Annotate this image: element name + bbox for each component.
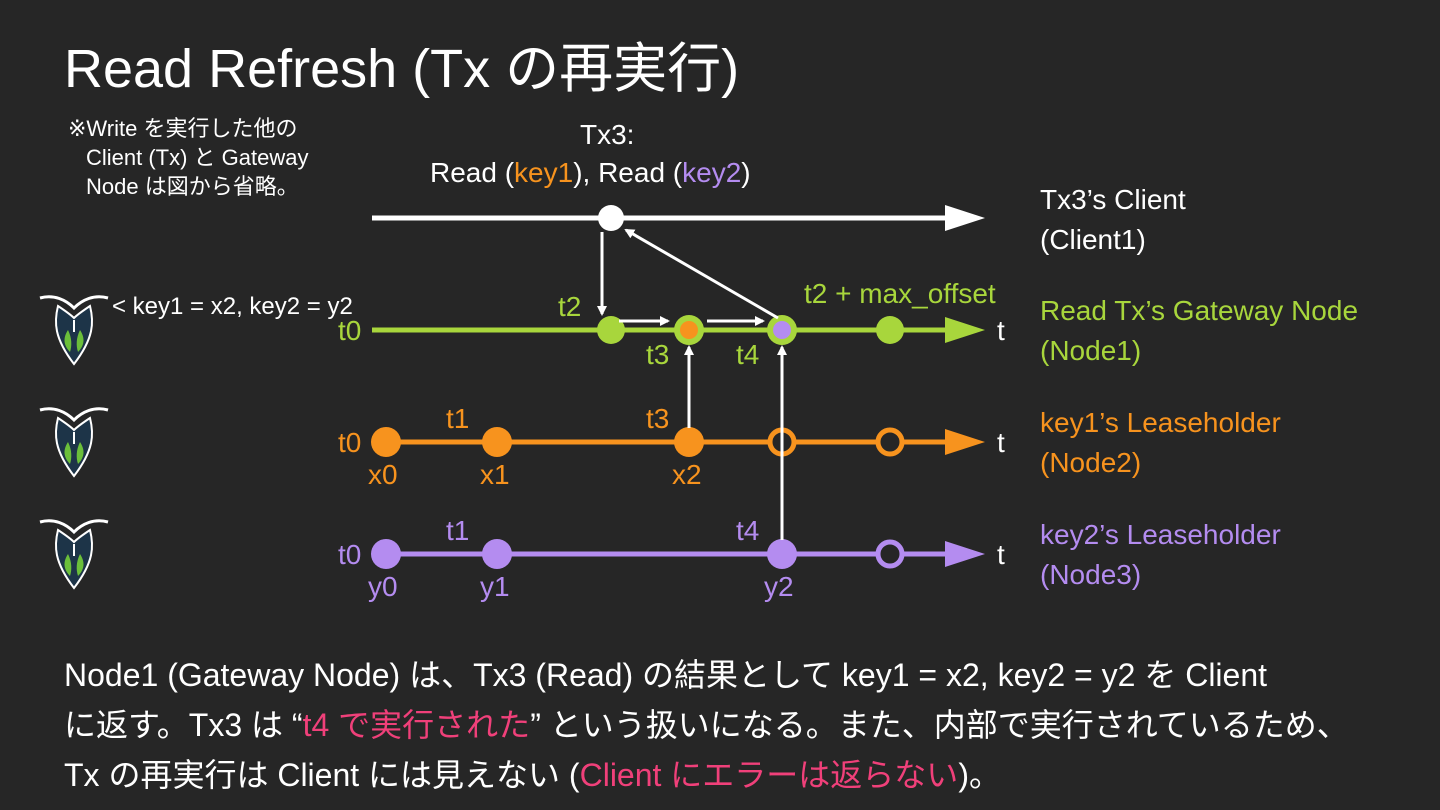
node2-point-x0	[371, 427, 401, 457]
tx3-key1: key1	[514, 157, 574, 188]
node3-lane-sub: (Node3)	[1040, 559, 1142, 590]
node3-point-y0	[371, 539, 401, 569]
node1-response-label: < key1 = x2, key2 = y2	[112, 293, 353, 320]
explanation-text: Node1 (Gateway Node) は、Tx3 (Read) の結果として…	[64, 650, 1414, 800]
node1-t4-label: t4	[736, 339, 760, 370]
node2-x1-label: x1	[480, 459, 510, 490]
node3-y0-label: y0	[368, 571, 398, 602]
node2-x2-label: x2	[672, 459, 702, 490]
node1-t2-label: t2	[558, 291, 582, 322]
explanation-line-2a: に返す。Tx3 は “	[64, 707, 303, 743]
node1-t3-label: t3	[646, 339, 670, 370]
explanation-line-1: Node1 (Gateway Node) は、Tx3 (Read) の結果として…	[64, 657, 1268, 693]
node1-point-max-offset	[876, 316, 904, 344]
arrow-node1-to-client	[624, 228, 779, 320]
node2-point-x1	[482, 427, 512, 457]
node2-point-x2	[674, 427, 704, 457]
node2-t-label: t	[997, 427, 1005, 458]
node1-lane	[372, 315, 985, 345]
explanation-line-3a: Tx の再実行は Client には見えない (	[64, 757, 580, 793]
explanation-highlight-no-error: Client にエラーは返らない	[579, 757, 959, 793]
note-line-1: ※Write を実行した他の	[68, 116, 298, 141]
node2-lane-name: key1’s Leaseholder	[1040, 407, 1281, 438]
tx3-read-prefix: Read (	[430, 157, 515, 188]
note-line-3: Node は図から省略。	[86, 174, 299, 199]
tx3-key2: key2	[682, 157, 742, 188]
node2-t0-label: t0	[338, 427, 362, 458]
node3-lane-arrowhead	[945, 541, 985, 567]
node3-lane-name: key2’s Leaseholder	[1040, 519, 1281, 550]
node1-point-t4-inner	[773, 321, 791, 339]
cockroach-logo-icon	[39, 407, 109, 478]
explanation-line-3: Tx の再実行は Client には見えない (Client にエラーは返らない…	[64, 750, 1414, 800]
client-lane	[372, 205, 985, 231]
node2-x0-label: x0	[368, 459, 398, 490]
explanation-line-2: に返す。Tx3 は “t4 で実行された” という扱いになる。また、内部で実行さ…	[64, 700, 1414, 750]
node2-open-point-2	[875, 427, 905, 457]
node3-t4-label: t4	[736, 515, 760, 546]
node3-y2-label: y2	[764, 571, 794, 602]
client-lane-sub: (Client1)	[1040, 224, 1146, 255]
node1-point-t3-inner	[680, 321, 698, 339]
node3-t1-label: t1	[446, 515, 470, 546]
page-title: Read Refresh (Tx の再実行)	[64, 39, 740, 99]
node2-t1-label: t1	[446, 403, 470, 434]
node3-t-label: t	[997, 539, 1005, 570]
explanation-line-3c: )。	[958, 757, 1001, 793]
node2-lane	[371, 427, 985, 457]
note-line-2: Client (Tx) と Gateway	[86, 145, 309, 170]
tx3-label: Tx3:	[580, 119, 635, 150]
client-lane-arrowhead	[945, 205, 985, 231]
cockroach-logo-icon	[39, 519, 109, 590]
node1-lane-arrowhead	[945, 317, 985, 343]
client-lane-name: Tx3’s Client	[1040, 184, 1186, 215]
explanation-line-2c: ” という扱いになる。また、内部で実行されているため、	[530, 707, 1349, 743]
node1-t-label: t	[997, 315, 1005, 346]
node3-point-y1	[482, 539, 512, 569]
node1-t0-label: t0	[338, 315, 362, 346]
tx3-read-suffix: )	[741, 157, 751, 188]
node3-open-point	[875, 539, 905, 569]
tx3-reads: Read (key1), Read (key2)	[430, 156, 751, 190]
node1-max-offset-label: t2 + max_offset	[804, 278, 996, 309]
node3-lane	[371, 539, 985, 569]
explanation-highlight-t4: t4 で実行された	[302, 707, 531, 743]
node1-point-t2	[597, 316, 625, 344]
tx3-read-mid: ), Read (	[573, 157, 683, 188]
client-request-point	[598, 205, 624, 231]
node3-y1-label: y1	[480, 571, 510, 602]
node3-point-y2	[767, 539, 797, 569]
node1-lane-sub: (Node1)	[1040, 335, 1142, 366]
node2-lane-sub: (Node2)	[1040, 447, 1142, 478]
message-arrows	[597, 228, 787, 540]
node2-t3-label: t3	[646, 403, 670, 434]
node1-lane-name: Read Tx’s Gateway Node	[1040, 295, 1359, 326]
node3-t0-label: t0	[338, 539, 362, 570]
cockroach-logo-icon	[39, 295, 109, 366]
node2-lane-arrowhead	[945, 429, 985, 455]
omission-note: ※Write を実行した他の Client (Tx) と Gateway Nod…	[68, 114, 309, 201]
